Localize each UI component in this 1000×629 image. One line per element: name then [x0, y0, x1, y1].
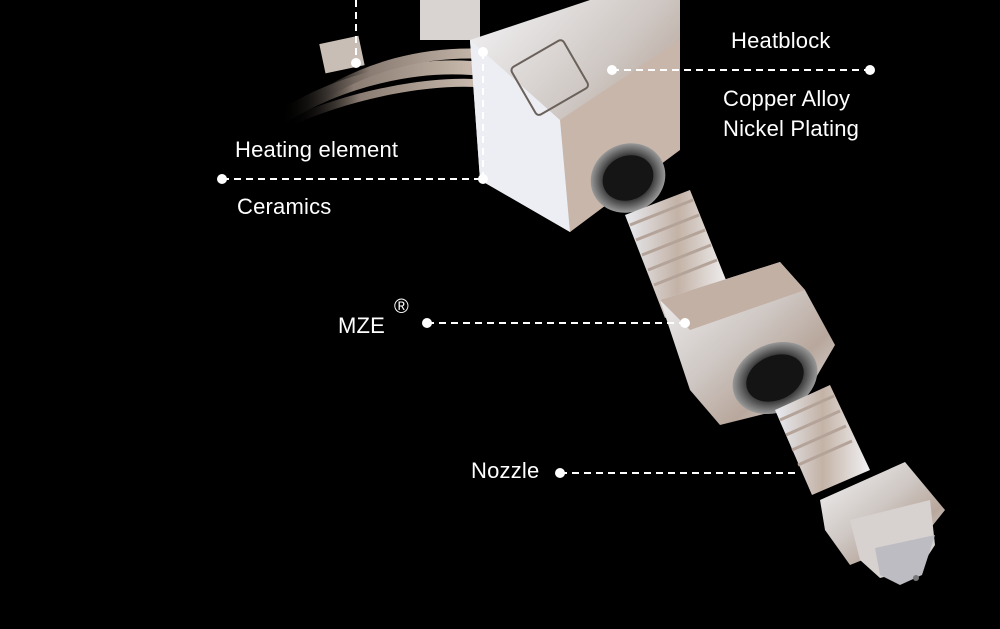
heatblock-plating-label: Nickel Plating	[723, 116, 860, 141]
mze-heatbreak	[625, 190, 835, 425]
heatblock-material-label: Copper Alloy	[723, 86, 851, 111]
heating-element-wires	[276, 0, 501, 126]
mze-label: MZE	[338, 313, 386, 338]
heating-element-label: Heating element	[235, 137, 399, 162]
callout-lines	[222, 0, 870, 474]
nozzle-label: Nozzle	[471, 458, 540, 483]
heating-element-material-label: Ceramics	[237, 194, 332, 219]
registered-mark: ®	[394, 296, 409, 318]
callout-dots	[217, 47, 875, 478]
heatblock-label: Heatblock	[731, 28, 831, 53]
heatblock	[470, 0, 680, 232]
nozzle-part	[775, 385, 945, 585]
